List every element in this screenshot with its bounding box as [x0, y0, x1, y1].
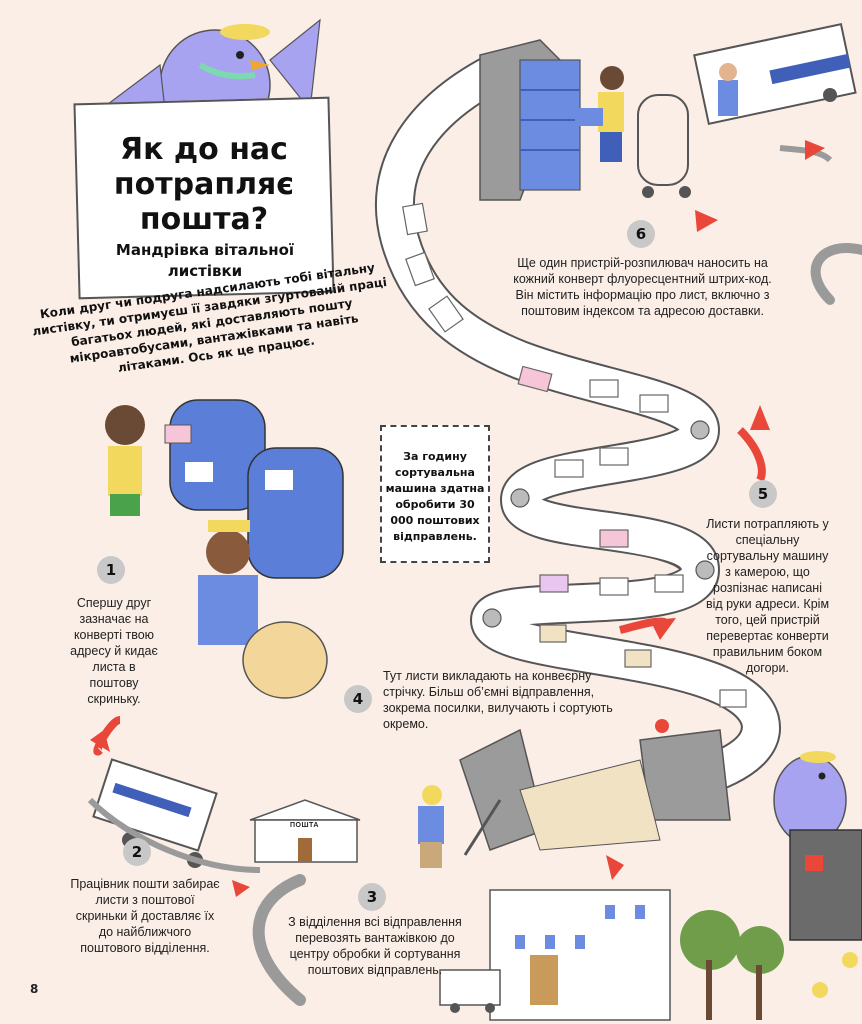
step-1-text: Спершу друг зазначає на конверті твою ад… [70, 596, 158, 706]
step-3-number: 3 [358, 883, 386, 911]
post-office-sign: ПОШТА [290, 822, 319, 829]
step-5-text: Листи потрапляють у спеціальну сортуваль… [705, 517, 830, 675]
trees [680, 910, 784, 1020]
sorting-machine [459, 719, 731, 856]
step-6-number: 6 [627, 220, 655, 248]
step-4-number: 4 [344, 685, 372, 713]
page-title: Як до нас потрапляє пошта? [113, 132, 295, 237]
page-number: 8 [30, 982, 39, 996]
page-subtitle: Мандрівка вітальної листівки [115, 241, 295, 280]
worker-top [575, 66, 624, 162]
flowers [812, 952, 858, 998]
truck-left [92, 758, 218, 868]
fact-stamp: За годину сортувальна машина здатна обро… [380, 425, 490, 563]
belt-rollers [482, 420, 715, 628]
road-left [87, 797, 261, 873]
step-2-number: 2 [123, 838, 151, 866]
step-6-text: Ще один пристрій-розпилювач наносить на … [513, 256, 772, 318]
post-office [249, 799, 361, 863]
road-right [810, 243, 862, 305]
postman [198, 520, 328, 699]
sorting-shelf [479, 39, 581, 201]
mailboxes [169, 399, 344, 579]
step-3-text: З відділення всі відправлення перевозять… [288, 915, 462, 977]
step-5-number: 5 [749, 480, 777, 508]
step-2-text: Працівник пошти забирає листи з поштової… [70, 877, 220, 955]
worker-lower [418, 785, 444, 868]
step-1-number: 1 [97, 556, 125, 584]
envelopes [402, 202, 747, 708]
sorting-center-building [489, 889, 671, 1021]
mail-cart [637, 94, 691, 198]
pigeon-bottom [773, 751, 862, 941]
truck-top [693, 22, 857, 125]
boy [105, 405, 192, 516]
small-truck [439, 969, 501, 1013]
step-4-text: Тут листи викладають на конвеєрну стрічк… [383, 669, 613, 731]
